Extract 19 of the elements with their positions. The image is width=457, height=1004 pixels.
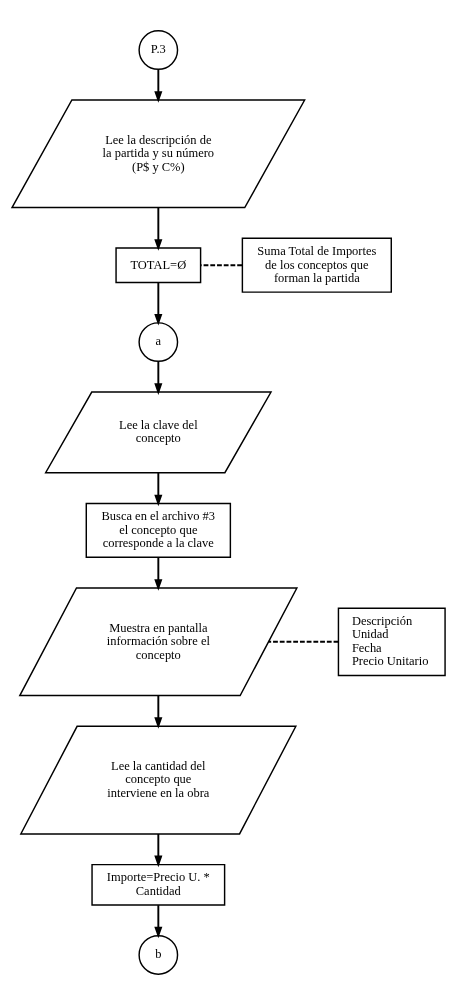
arrow (154, 471, 163, 506)
node-circle: b (138, 934, 179, 975)
node-box: Importe=Precio U. * Cantidad (91, 863, 226, 906)
arrow (154, 832, 163, 867)
node-circle: a (138, 321, 179, 362)
arrow (154, 359, 163, 395)
node-box: Suma Total de Importes de los conceptos que forman la partida (241, 237, 392, 293)
node-circle: P.3 (138, 29, 179, 70)
node-box: Busca en el archivo #3 el concepto que corresponde a la clave (85, 502, 232, 558)
arrow (154, 68, 163, 103)
node-box: TOTAL=Ø (115, 246, 202, 283)
node-box: Descripción Unidad Fecha Precio Unitario (337, 606, 446, 676)
connector (267, 640, 340, 643)
arrow (154, 206, 163, 251)
connector (199, 263, 243, 266)
arrow (154, 903, 163, 938)
arrow (154, 555, 163, 591)
arrow (154, 694, 163, 729)
arrow (154, 281, 163, 326)
